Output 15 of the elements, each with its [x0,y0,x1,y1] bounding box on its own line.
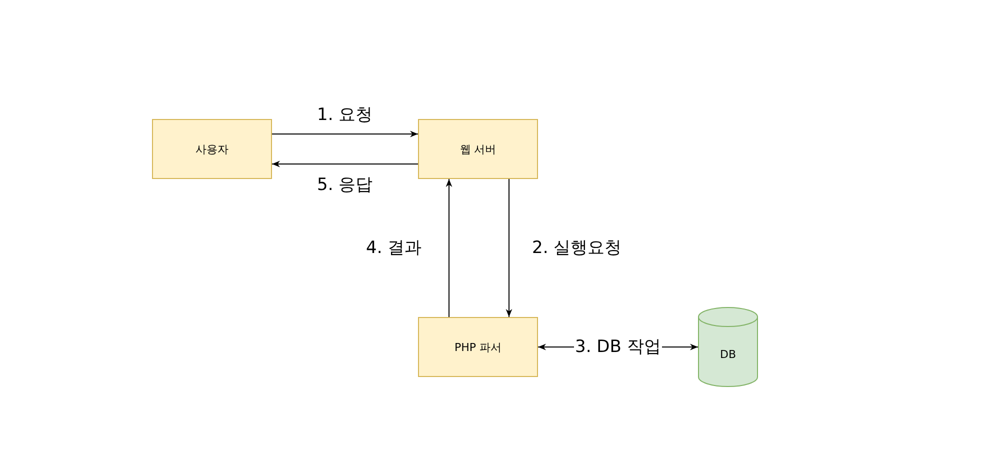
node-label: DB [720,348,736,360]
process-box [152,119,272,179]
database-cylinder [698,307,758,387]
node-label: 사용자 [196,142,228,156]
process-box [418,317,538,377]
arrow [272,130,418,138]
arrow [446,178,452,318]
edge-label: 4. 결과 [365,238,423,258]
node-label: PHP 파서 [454,340,502,354]
edge-label: 5. 응답 [316,175,374,195]
process-box [418,119,538,179]
node-label: 웹 서버 [460,142,496,156]
edge-label: 3. DB 작업 [574,337,662,357]
arrow [506,178,512,318]
arrow [272,160,418,168]
